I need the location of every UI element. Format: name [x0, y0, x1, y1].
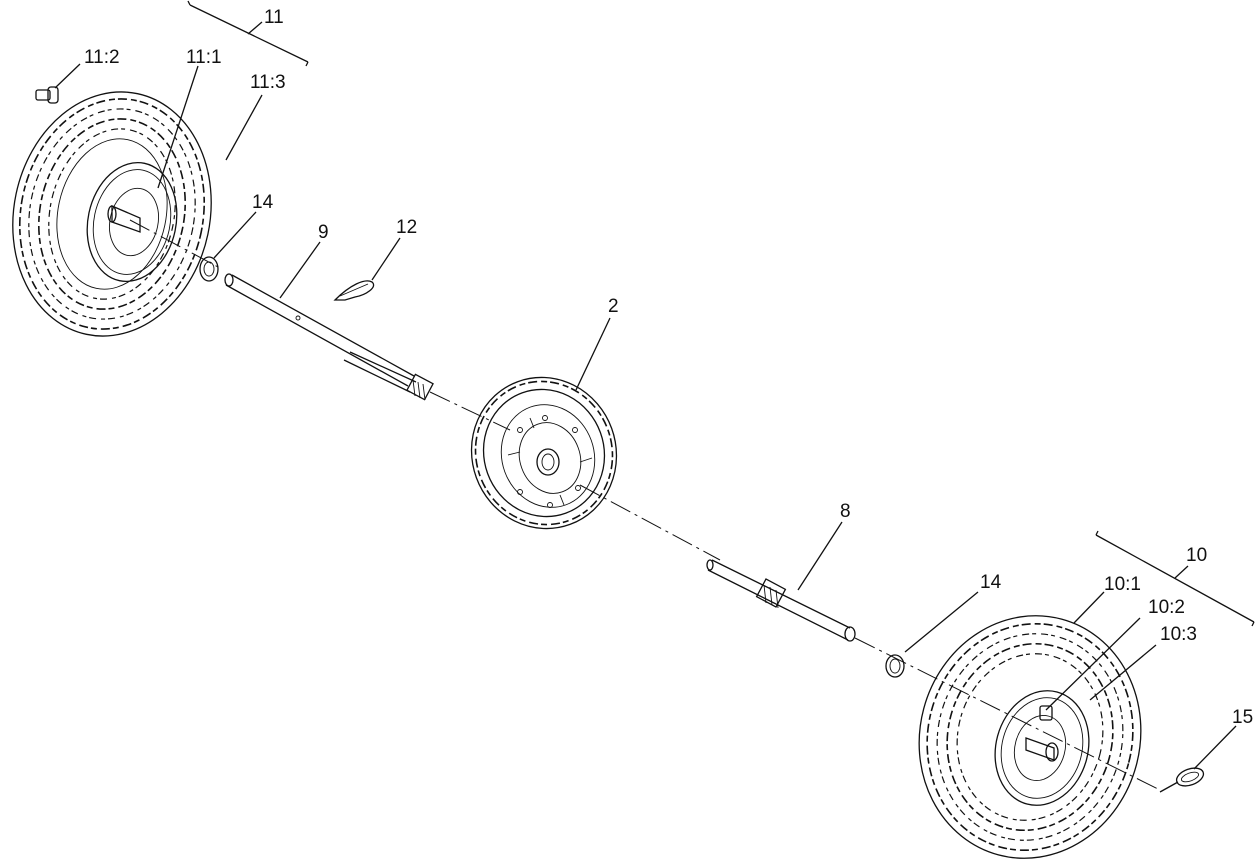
- tire-11-3: [12, 91, 212, 337]
- callout-11-1: 11:1: [186, 47, 222, 68]
- shaft-8: [706, 559, 856, 642]
- callout-14-top: 14: [252, 192, 274, 213]
- bolt-11-2: [35, 86, 59, 104]
- callout-9: 9: [318, 222, 329, 243]
- callout-14-bottom: 14: [980, 572, 1002, 593]
- callout-8: 8: [840, 501, 851, 522]
- callout-2: 2: [608, 296, 619, 317]
- wheel-assembly-10: [918, 615, 1142, 859]
- callout-11-3: 11:3: [250, 72, 286, 93]
- washer-14-bottom: [885, 654, 905, 678]
- callout-11: 11: [264, 7, 284, 28]
- center-axis-line: [129, 219, 1161, 791]
- callout-10-3: 10:3: [1160, 624, 1197, 645]
- gear-2: [470, 376, 618, 530]
- pin-15: [1159, 767, 1205, 793]
- callout-10-1: 10:1: [1104, 574, 1141, 595]
- callout-10-2: 10:2: [1148, 597, 1185, 618]
- rim-10-3: [994, 690, 1090, 806]
- bolt-10-2: [1039, 705, 1053, 721]
- shaft-9: [224, 273, 434, 401]
- cotter-pin-12: [333, 280, 375, 301]
- callout-11-2: 11:2: [84, 47, 120, 68]
- callout-15: 15: [1232, 707, 1253, 728]
- tire-10-1: [918, 615, 1142, 859]
- callout-12: 12: [396, 217, 417, 238]
- callout-10: 10: [1186, 545, 1207, 566]
- wheel-assembly-11: [12, 86, 212, 337]
- rim-11-1: [86, 161, 178, 283]
- leader-lines: [54, 0, 1255, 770]
- callout-labels: 11 11:2 11:1 11:3 14 9 12 2 8 14 10 10:1…: [84, 7, 1253, 728]
- washer-14-top: [199, 256, 219, 282]
